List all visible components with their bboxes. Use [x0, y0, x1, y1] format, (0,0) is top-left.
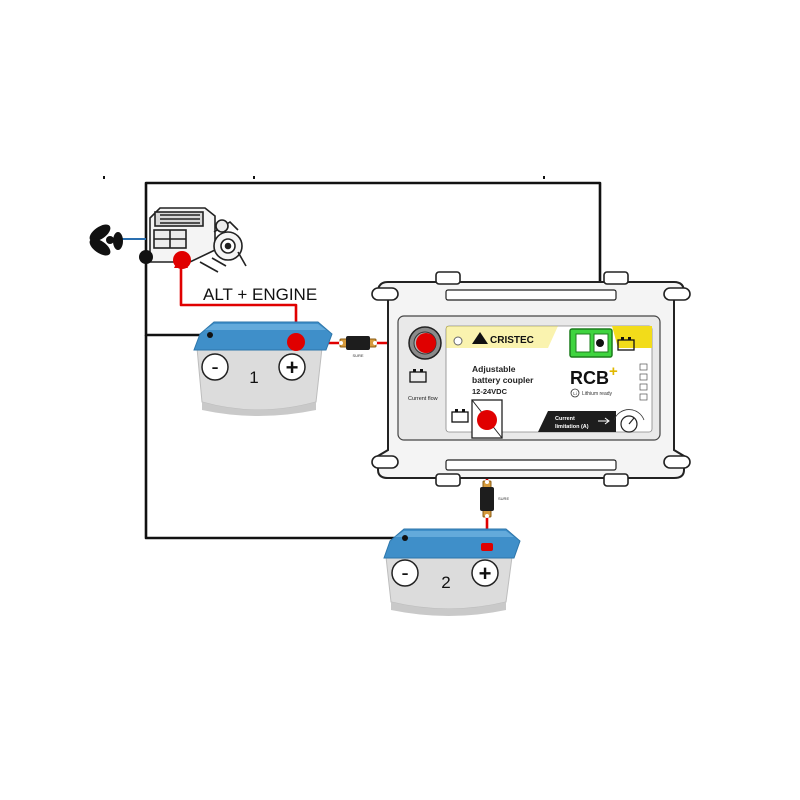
top-tick-marks [103, 176, 545, 179]
brand-name: CRISTEC [490, 335, 534, 346]
cristec-logo-icon [472, 332, 488, 344]
lithium-ready-text: Lithium ready [582, 391, 613, 397]
fuse2-mark: SURE [498, 496, 509, 501]
current-flow-label: Current flow [408, 396, 438, 402]
fuse1-mark: SURE [352, 353, 363, 358]
description-line2: battery coupler [472, 375, 534, 385]
status-led [453, 336, 463, 346]
battery2-plus-terminal [471, 559, 499, 587]
alternator-wire [179, 262, 298, 332]
model-suffix: + [609, 363, 618, 380]
current-limitation-line1: Current [555, 416, 575, 422]
voltage-rating: 12-24VDC [472, 387, 508, 396]
arrow-right-icon [598, 417, 610, 425]
flow-battery-icon-top [409, 369, 427, 383]
battery-coupler-device: CRISTEC Adjustable battery coupler 12-24… [371, 271, 691, 487]
battery2-minus-terminal [391, 559, 419, 587]
fuse-2: SURE [480, 480, 509, 518]
battery1-minus-terminal [201, 353, 229, 381]
propeller-icon [89, 224, 146, 256]
signal-connector-terminal [596, 339, 604, 347]
description-line1: Adjustable [472, 364, 516, 374]
engine-icon [139, 207, 247, 273]
current-limitation-line2: limitation (A) [555, 424, 589, 430]
battery2-plus-label: + [479, 561, 492, 586]
battery1-minus-label: - [211, 354, 218, 379]
battery2-number: 2 [441, 573, 450, 592]
black-wires [144, 181, 602, 540]
lithium-badge: Li [573, 391, 577, 396]
signal-wire [144, 181, 602, 343]
output-terminal-marker [477, 410, 497, 430]
battery2-minus-label: - [401, 560, 408, 585]
battery-icon [617, 337, 635, 351]
current-limit-dial[interactable] [613, 409, 645, 433]
battery-2: - 2 + [383, 528, 521, 616]
alternator-terminal [173, 251, 191, 269]
input-terminal-marker [416, 333, 436, 353]
battery1-positive-terminal-marker [287, 333, 305, 351]
certification-marks [639, 363, 648, 401]
alt-engine-label: ALT + ENGINE [203, 285, 317, 304]
battery1-plus-terminal [278, 353, 306, 381]
battery1-number: 1 [249, 368, 258, 387]
battery2-positive-terminal-marker [481, 543, 493, 551]
battery1-plus-label: + [286, 355, 299, 380]
model-name: RCB [570, 368, 609, 388]
negative-wire-battery2 [144, 335, 405, 540]
battery-1: - 1 + [193, 321, 333, 416]
fuse-1: SURE [339, 336, 377, 358]
flow-battery-icon-bottom [451, 409, 469, 423]
